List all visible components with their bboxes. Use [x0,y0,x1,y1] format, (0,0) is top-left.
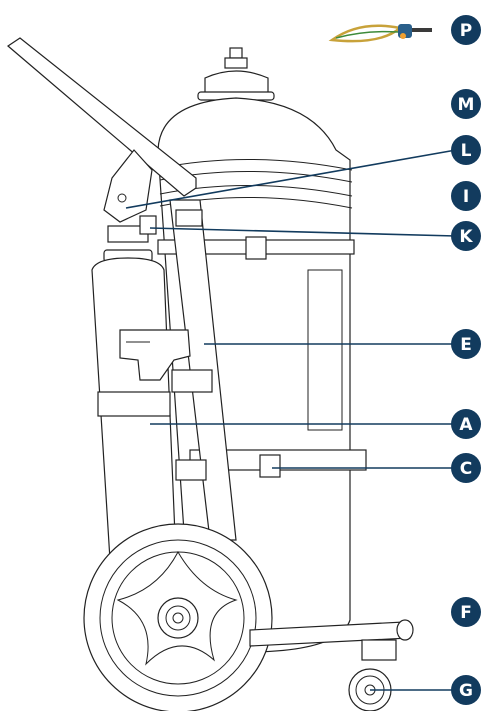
main-cylinder [157,47,367,653]
label-g: G [459,681,473,701]
badge-m: M [451,89,481,119]
badge-a: A [451,409,481,439]
label-c: C [460,459,472,479]
badge-p: P [451,15,481,45]
badge-f: F [451,597,481,627]
badge-g: G [451,675,481,705]
label-p: P [460,21,472,41]
label-f: F [460,603,472,623]
badge-k: K [451,221,481,251]
badge-l: L [451,135,481,165]
label-m: M [458,95,475,115]
leader-lines [125,149,457,691]
label-i: I [463,187,469,207]
label-k: K [459,227,473,247]
badge-e: E [451,329,481,359]
discharge-gun [119,329,191,381]
label-l: L [461,141,472,161]
trolley-handle-frame [7,37,237,541]
label-a: A [459,415,473,435]
badge-i: I [451,181,481,211]
large-wheel [83,523,273,711]
leader-k [149,227,457,237]
badge-c: C [451,453,481,483]
label-e: E [460,335,472,355]
valve-head [103,149,157,243]
gas-cartridge [91,249,177,561]
safety-pin-illustration [328,24,432,43]
rear-castor-assembly [249,619,414,711]
leader-l [125,149,457,209]
